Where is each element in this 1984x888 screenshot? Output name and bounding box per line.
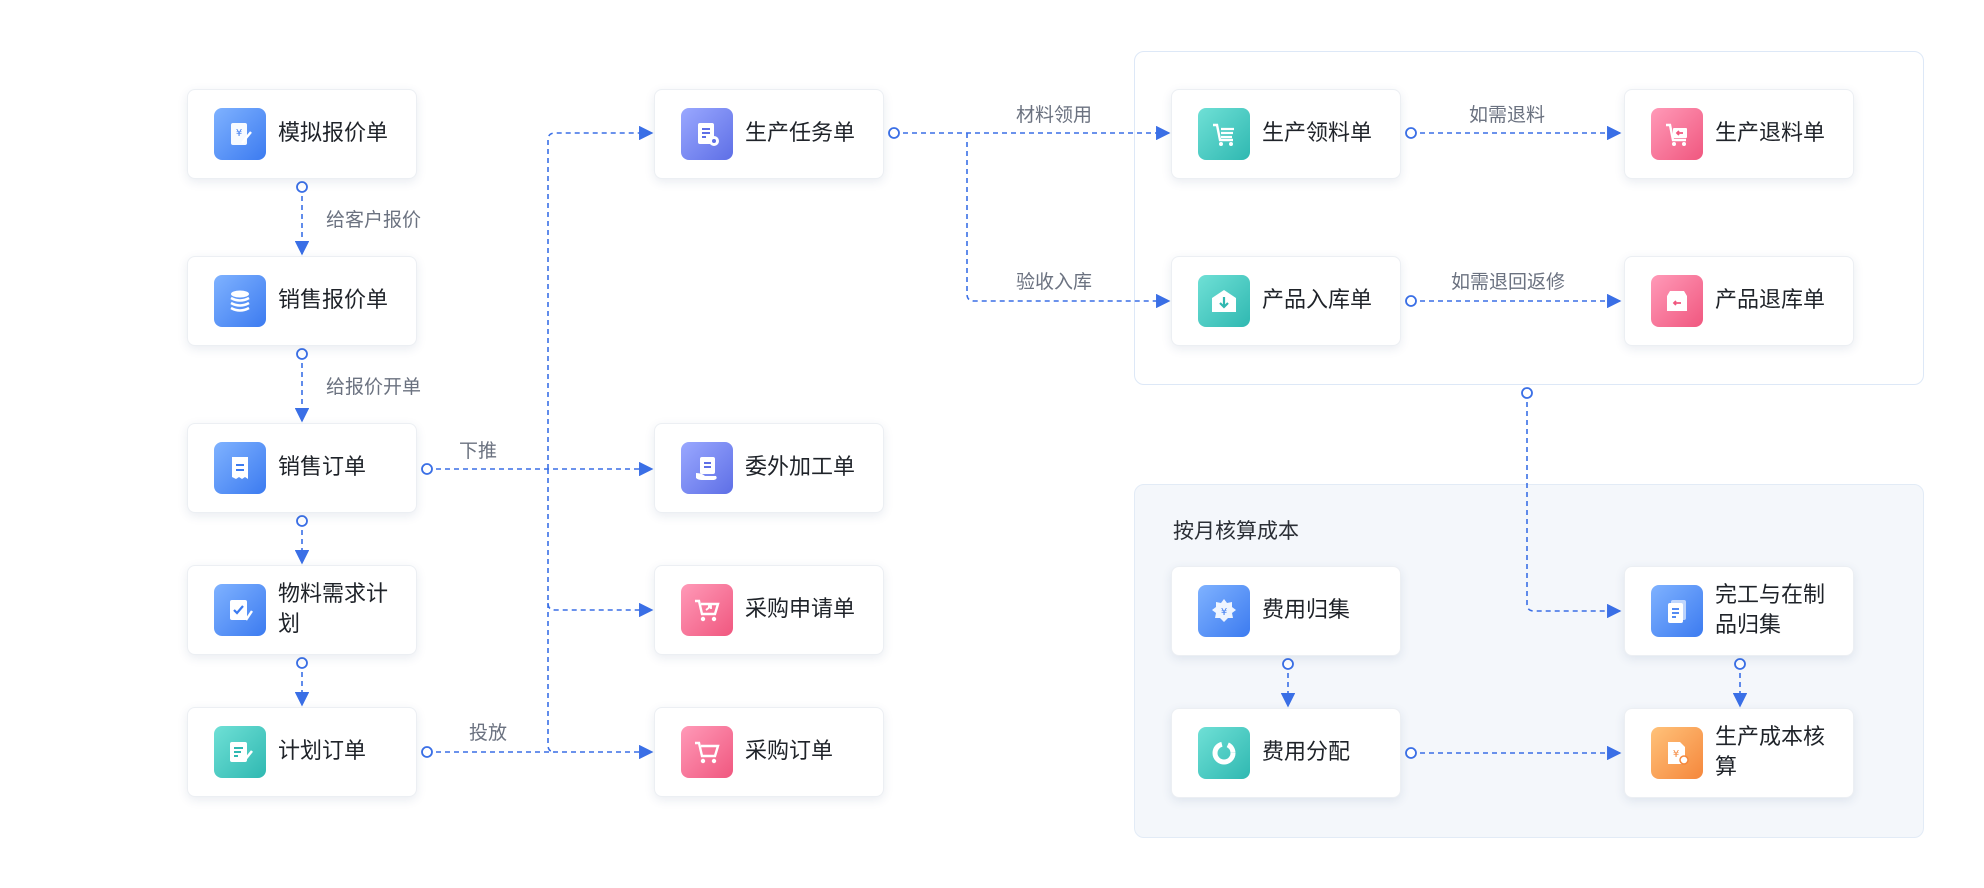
hand-doc-icon [681,442,733,494]
node-wip-collect[interactable]: 完工与在制品归集 [1624,566,1854,656]
edge-label-push-down: 下推 [459,440,498,462]
node-label: 采购申请单 [745,597,856,622]
link-plan-to-purchase [421,603,654,760]
node-label: 生产退料单 [1715,121,1826,146]
node-label: 完工与在制品归集 [1715,583,1826,638]
node-label: 生产领料单 [1262,121,1373,146]
edge-label-to-quote-order: 给报价开单 [326,376,422,398]
edge-label-return-repair: 如需退回返修 [1451,271,1566,293]
link-group-to-wip [1521,387,1622,619]
node-purchase-req[interactable]: 采购申请单 [654,565,884,655]
link-sales-quote-to-order [294,348,310,423]
node-label: 模拟报价单 [278,121,389,146]
link-wip-to-cost [1732,658,1748,708]
doc-stack-icon [1651,585,1703,637]
node-prod-back[interactable]: 产品退库单 [1624,256,1854,346]
link-collect-to-alloc [1280,658,1296,708]
svg-text:¥: ¥ [236,128,242,139]
node-mrp[interactable]: 物料需求计划 [187,565,417,655]
node-sales-order[interactable]: 销售订单 [187,423,417,513]
quote-doc-icon: ¥ [214,108,266,160]
link-mock-to-sales-quote [294,181,310,256]
edge-label-return-if-needed: 如需退料 [1469,104,1546,126]
link-mrp-to-plan [294,657,310,707]
link-alloc-to-cost [1405,745,1622,761]
edge-label-to-customer: 给客户报价 [326,209,422,231]
production-group-box [1134,51,1924,385]
warehouse-in-icon [1198,275,1250,327]
node-label: 销售报价单 [278,288,389,313]
svg-text:¥: ¥ [1673,749,1679,760]
link-task-to-pick-in [888,125,1171,309]
edge-label-material-pick: 材料领用 [1016,104,1093,126]
node-label: 委外加工单 [745,455,856,480]
node-sales-quote[interactable]: 销售报价单 [187,256,417,346]
node-prod-pick[interactable]: 生产领料单 [1171,89,1401,179]
node-label: 费用归集 [1262,598,1351,623]
node-label: 计划订单 [278,739,367,764]
node-outsource[interactable]: 委外加工单 [654,423,884,513]
node-mock-quote[interactable]: ¥ 模拟报价单 [187,89,417,179]
monthly-cost-title: 按月核算成本 [1173,519,1299,543]
edge-label-accept-in: 验收入库 [1016,271,1093,293]
money-cloud-icon: ¥ [1198,585,1250,637]
svg-text:¥: ¥ [1221,607,1227,618]
node-prod-return[interactable]: 生产退料单 [1624,89,1854,179]
link-pick-to-return [1405,125,1622,141]
edit-doc-icon [214,726,266,778]
receipt-icon [214,442,266,494]
node-cost-calc[interactable]: ¥ 生产成本核算 [1624,708,1854,798]
node-label: 采购订单 [745,739,834,764]
node-label: 销售订单 [278,455,367,480]
node-prod-task[interactable]: 生产任务单 [654,89,884,179]
box-back-icon [1651,275,1703,327]
node-expense-collect[interactable]: ¥ 费用归集 [1171,566,1401,656]
node-label: 产品退库单 [1715,288,1826,313]
node-label: 物料需求计划 [278,582,389,637]
cart-back-icon [1651,108,1703,160]
link-order-to-mrp [294,515,310,565]
pie-ring-icon [1198,727,1250,779]
node-label: 生产任务单 [745,121,856,146]
node-plan-order[interactable]: 计划订单 [187,707,417,797]
link-in-to-back [1405,293,1622,309]
coin-stack-icon [214,275,266,327]
node-purchase-order[interactable]: 采购订单 [654,707,884,797]
node-label: 生产成本核算 [1715,725,1826,780]
node-label: 产品入库单 [1262,288,1373,313]
cart-icon [681,726,733,778]
node-prod-in[interactable]: 产品入库单 [1171,256,1401,346]
node-expense-alloc[interactable]: 费用分配 [1171,708,1401,798]
task-gear-icon [681,108,733,160]
checklist-icon [214,584,266,636]
link-sales-order-fanout [421,125,654,618]
cost-doc-icon: ¥ [1651,727,1703,779]
cart-out-icon [1198,108,1250,160]
edge-label-release: 投放 [469,722,508,744]
cart-share-icon [681,584,733,636]
node-label: 费用分配 [1262,740,1351,765]
